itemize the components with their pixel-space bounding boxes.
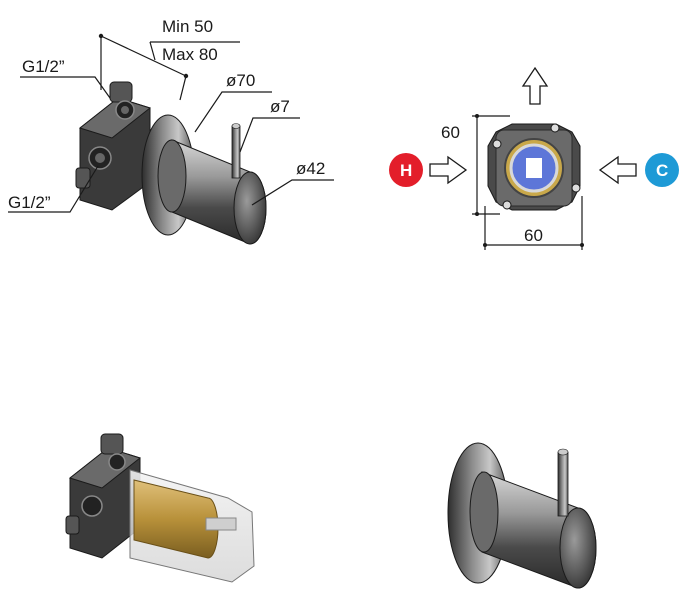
hot-badge bbox=[389, 153, 423, 187]
finished-mixer-view bbox=[447, 442, 597, 589]
leader-d7 bbox=[239, 117, 300, 153]
min-label: Min 50 bbox=[162, 17, 213, 36]
leader-d70 bbox=[194, 91, 272, 133]
valve-body-with-cartridge bbox=[65, 433, 255, 583]
width-label: 60 bbox=[524, 226, 543, 245]
dim-dot bbox=[98, 33, 104, 39]
hot-label: H bbox=[400, 161, 412, 180]
leader-d42 bbox=[251, 179, 334, 206]
handle-cylinder bbox=[157, 139, 267, 245]
dim-dot bbox=[183, 73, 189, 79]
d7-label: ø7 bbox=[270, 97, 290, 116]
d42-label: ø42 bbox=[296, 159, 325, 178]
depth-dimension bbox=[100, 35, 240, 101]
valve-body bbox=[75, 81, 152, 211]
lever-rod bbox=[231, 123, 241, 179]
d70-label: ø70 bbox=[226, 71, 255, 90]
dim-dot bbox=[580, 243, 584, 247]
width-dimension bbox=[484, 196, 583, 250]
front-view: 60 60 H C bbox=[389, 66, 679, 250]
dim-dot bbox=[475, 114, 479, 118]
dim-dot bbox=[483, 243, 487, 247]
leader-g-top bbox=[20, 76, 121, 113]
cold-label: C bbox=[656, 161, 668, 180]
leader-g-bottom bbox=[8, 165, 99, 213]
right-arrow-icon bbox=[429, 155, 468, 185]
dim-dot bbox=[475, 212, 479, 216]
height-label: 60 bbox=[441, 123, 460, 142]
mounting-plate bbox=[487, 123, 581, 211]
thread-label-bottom: G1/2” bbox=[8, 193, 51, 212]
valve-dimensioned-view: Min 50 Max 80 G1/2” bbox=[8, 17, 334, 245]
left-arrow-icon bbox=[598, 155, 637, 185]
cold-badge bbox=[645, 153, 679, 187]
max-label: Max 80 bbox=[162, 45, 218, 64]
up-arrow-icon bbox=[521, 66, 549, 105]
thread-label-top: G1/2” bbox=[22, 57, 65, 76]
